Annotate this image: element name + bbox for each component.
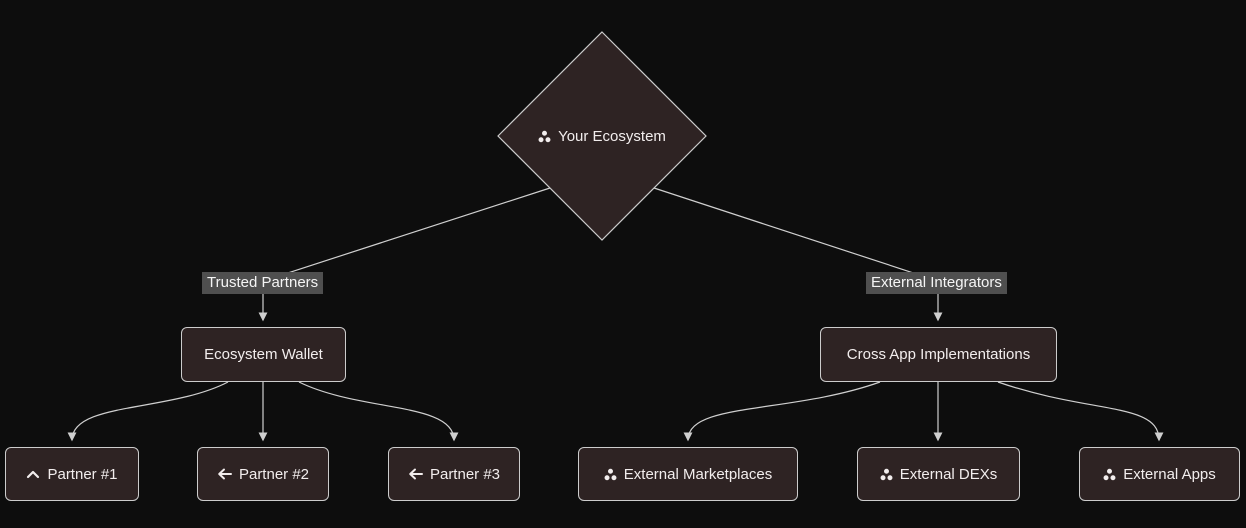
arrow-left-icon [217, 468, 232, 480]
node-external-marketplaces: External Marketplaces [578, 447, 798, 501]
node-external-apps: External Apps [1079, 447, 1240, 501]
edge-label-external-integrators: External Integrators [866, 272, 1007, 294]
edge-label-trusted-partners: Trusted Partners [202, 272, 324, 294]
node-partner-3: Partner #3 [388, 447, 520, 501]
network-icon [880, 468, 893, 481]
network-icon [1103, 468, 1116, 481]
node-label: External Apps [1123, 465, 1216, 483]
node-label: Partner #2 [238, 465, 310, 483]
node-partner-1: Partner #1 [5, 447, 139, 501]
node-label: Cross App Implementations [846, 346, 1031, 363]
edge-root-to-ecosystem-wallet [258, 187, 551, 322]
edge-label-text: External Integrators [871, 274, 1002, 291]
edge-root-to-cross-app [653, 187, 943, 322]
node-label: External Marketplaces [623, 465, 773, 483]
node-label: Your Ecosystem [558, 127, 666, 145]
network-icon [538, 130, 551, 143]
node-label: External DEXs [899, 465, 998, 483]
node-partner-2: Partner #2 [197, 447, 329, 501]
node-ecosystem-wallet: Ecosystem Wallet [181, 327, 346, 382]
edge-label-text: Trusted Partners [207, 274, 319, 291]
edge-wallet-to-partner3 [298, 381, 459, 442]
edge-crossapp-to-apps [997, 381, 1164, 442]
chevron-up-icon [26, 469, 40, 479]
edge-wallet-to-partner1 [67, 381, 229, 442]
node-label: Ecosystem Wallet [204, 346, 323, 363]
edge-crossapp-to-marketplaces [683, 381, 881, 442]
node-cross-app-implementations: Cross App Implementations [820, 327, 1057, 382]
node-external-dexs: External DEXs [857, 447, 1020, 501]
arrow-left-icon [408, 468, 423, 480]
node-your-ecosystem: Your Ecosystem [497, 124, 707, 148]
node-label: Partner #1 [47, 465, 118, 483]
node-label: Partner #3 [429, 465, 501, 483]
network-icon [604, 468, 617, 481]
